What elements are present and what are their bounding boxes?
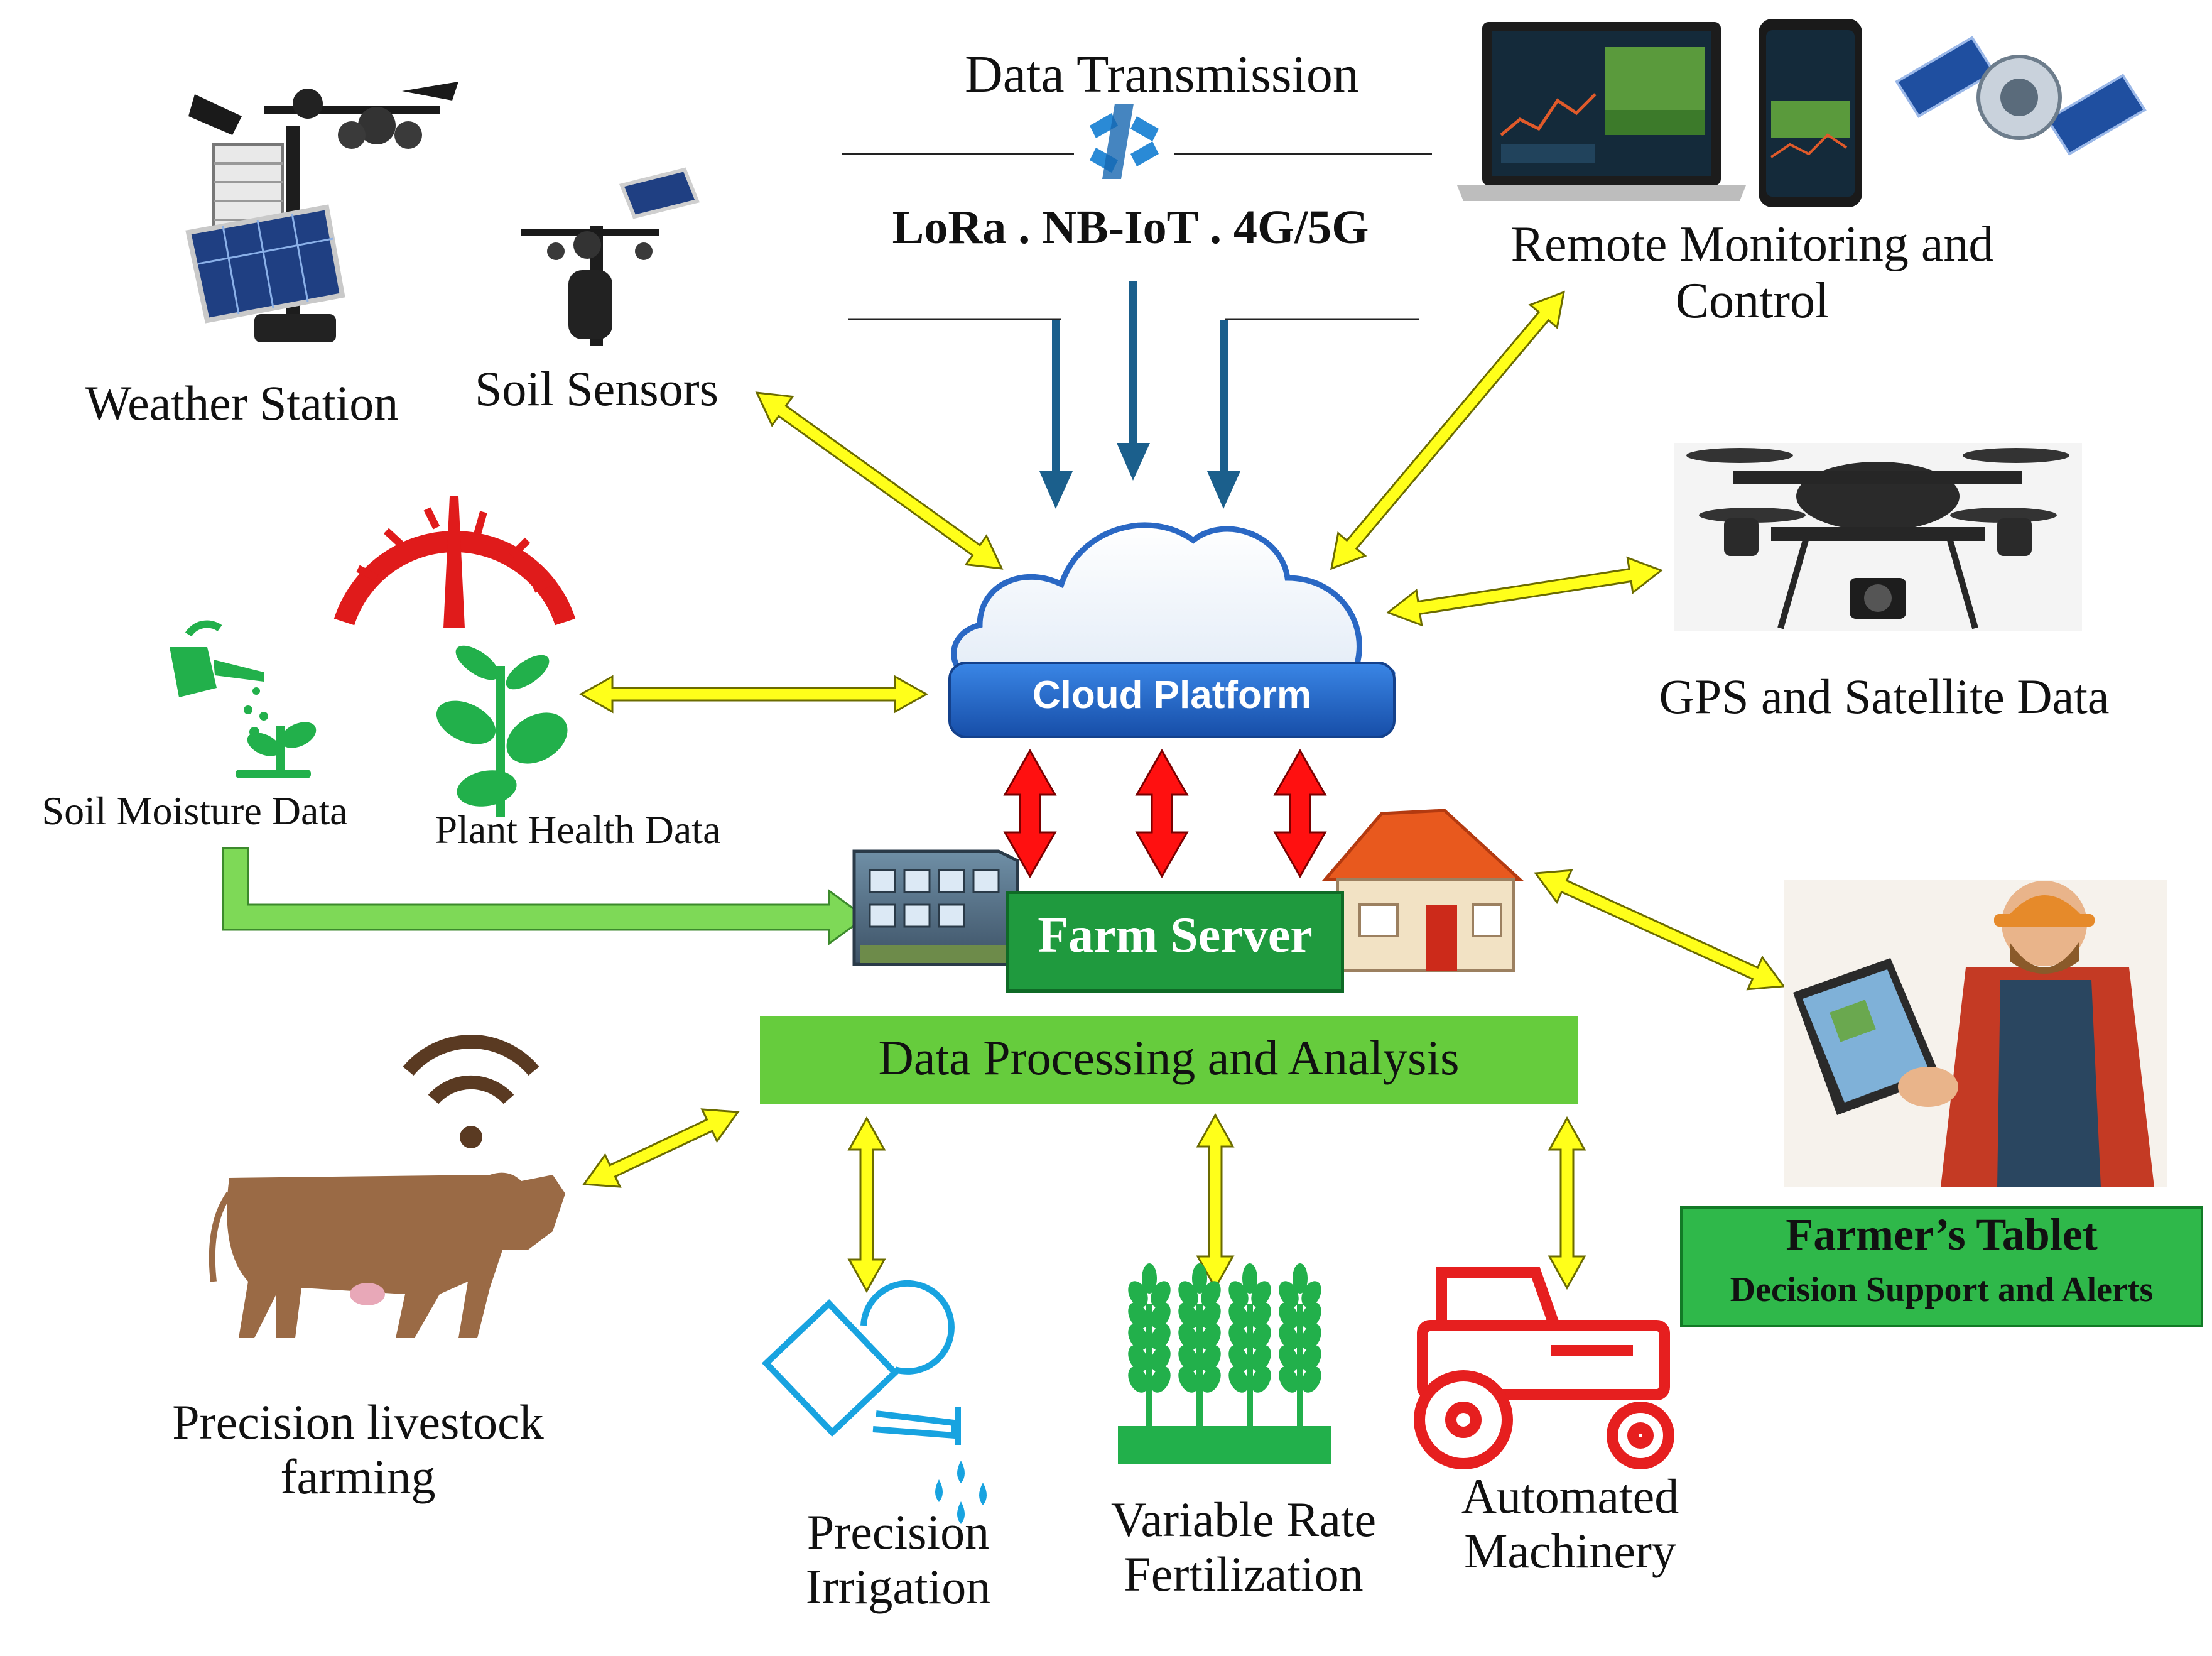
- irrigation-line1: Precision: [806, 1505, 990, 1559]
- cow-icon: [209, 1172, 565, 1338]
- yellow-connector-arrows: [578, 290, 1786, 1294]
- remote-monitoring-line1: Remote Monitoring and: [1510, 217, 1994, 272]
- arrow-server-farmer: [1534, 869, 1786, 991]
- drone-icon: [1674, 443, 2082, 631]
- arrow-livestock-processing: [582, 1108, 740, 1188]
- arrow-processing-fertilization: [1196, 1113, 1235, 1290]
- soil-moisture-label: Soil Moisture Data: [41, 788, 348, 833]
- remote-monitoring-line2: Control: [1675, 273, 1830, 329]
- arrow-gps-cloud: [1385, 556, 1664, 627]
- transmission-logo-icon: [1090, 104, 1159, 179]
- transmission-down-arrows: [1039, 281, 1240, 509]
- weather-station-label: Weather Station: [85, 376, 399, 430]
- cloud-platform-icon: [948, 522, 1396, 738]
- data-processing-box: [760, 1016, 1578, 1104]
- machinery-line1: Automated: [1461, 1469, 1679, 1523]
- farm-server-box: [1006, 891, 1344, 993]
- house-icon: [1321, 809, 1524, 972]
- machinery-line2: Machinery: [1464, 1523, 1676, 1579]
- fertilization-line1: Variable Rate: [1110, 1492, 1377, 1547]
- remote-monitoring-label: Remote Monitoring and Control: [1445, 217, 2060, 329]
- soil-sensor-icon: [521, 167, 700, 346]
- protocols-label: LoRa . NB-IoT . 4G/5G: [892, 201, 1369, 254]
- soil-sensors-label: Soil Sensors: [475, 361, 718, 416]
- machinery-label: Automated Machinery: [1407, 1469, 1733, 1579]
- wifi-icon: [403, 1035, 539, 1148]
- farmers-tablet-box: [1680, 1206, 2203, 1327]
- weather-station-icon: [185, 82, 458, 342]
- water-drops-icon: [935, 1461, 987, 1524]
- arrow-remote-cloud: [1330, 290, 1565, 570]
- watering-can-green-icon: [170, 620, 317, 778]
- farmers-tablet-subtitle: Decision Support and Alerts: [1730, 1270, 2154, 1309]
- livestock-line1: Precision livestock: [172, 1395, 544, 1449]
- livestock-label: Precision livestock farming: [94, 1395, 622, 1505]
- wheat-field-icon: [1118, 1263, 1331, 1464]
- cloud-platform-label: Cloud Platform: [1033, 673, 1311, 717]
- farm-server-label: Farm Server: [1038, 908, 1313, 963]
- transmission-lines: [842, 153, 1432, 320]
- laptop-icon: [1457, 22, 1746, 201]
- irrigation-line2: Irrigation: [805, 1559, 991, 1615]
- phone-icon: [1759, 19, 1862, 207]
- fertilization-line2: Fertilization: [1124, 1547, 1364, 1602]
- red-arrow-1: [1003, 748, 1057, 879]
- arrow-processing-machinery: [1548, 1116, 1586, 1290]
- plant-health-icon: [436, 645, 568, 817]
- data-transmission-title: Data Transmission: [965, 45, 1359, 104]
- red-arrow-2: [1135, 748, 1189, 879]
- livestock-line2: farming: [280, 1449, 436, 1505]
- arrow-soil-sensors-cloud: [755, 391, 1004, 570]
- watering-can-blue-icon: [761, 1280, 961, 1445]
- plant-health-label: Plant Health Data: [435, 807, 721, 852]
- arrow-processing-irrigation: [847, 1116, 886, 1294]
- gauge-icon: [333, 496, 576, 628]
- red-arrow-3: [1273, 748, 1327, 879]
- data-processing-label: Data Processing and Analysis: [878, 1030, 1460, 1085]
- satellite-icon: [1895, 36, 2147, 156]
- farmer-icon: [1784, 880, 2167, 1187]
- tractor-icon: [1414, 1267, 1674, 1469]
- fertilization-label: Variable Rate Fertilization: [1068, 1492, 1419, 1602]
- green-elbow-arrow: [222, 847, 867, 945]
- arrow-plant-cloud: [578, 675, 929, 714]
- gps-label: GPS and Satellite Data: [1659, 669, 2110, 724]
- office-building-icon: [852, 849, 1019, 966]
- irrigation-label: Precision Irrigation: [741, 1505, 1055, 1615]
- red-connector-arrows: [1003, 748, 1327, 879]
- farmers-tablet-title: Farmer’s Tablet: [1786, 1209, 2098, 1260]
